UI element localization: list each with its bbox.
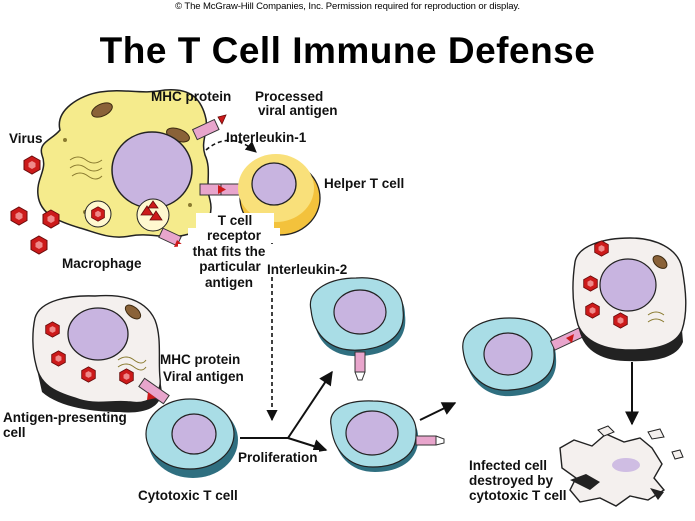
macrophage-nucleus [111,131,193,209]
macrophage-cell [37,89,212,238]
label-infected-destroyed-line3: cytotoxic T cell [469,488,567,503]
helper-t-nucleus [251,162,297,206]
virus-icon [51,350,66,367]
label-processed-line1: Processed [255,89,324,104]
cytotoxic-nucleus [333,289,387,335]
virus-icon [594,240,609,257]
interleukin-1-arrow [205,139,257,153]
label-helper-t-cell: Helper T cell [324,176,405,191]
mitochondrion [652,255,668,269]
attack-arrow [419,402,457,421]
label-macrophage: Macrophage [62,256,142,271]
fragmented-nucleus [612,458,640,472]
virus-icon [81,366,96,383]
label-mhc-protein-top: MHC protein [151,89,232,104]
virus-icon [45,321,60,338]
virus-icon [585,302,600,319]
virus-icon [583,275,598,292]
virus-icon [10,206,28,226]
cytotoxic-clone-lower [330,400,445,472]
destroyed-cell [559,425,684,507]
label-antigen-presenting-line1: Antigen-presenting [3,410,127,425]
cytotoxic-nucleus [171,413,217,455]
label-proliferation: Proliferation [237,450,319,465]
label-mhc-protein-bottom: MHC protein [160,352,241,367]
apc-mhc-antigen-complex [138,377,170,405]
label-t-cell-receptor-2: receptor [188,228,280,243]
label-viral-antigen: Viral antigen [163,369,244,384]
mhc-receptor-complex [199,183,243,196]
page-title: The T Cell Immune Defense [99,30,596,71]
phagocytic-vesicle [84,200,112,228]
mitochondrion [124,304,142,320]
cytotoxic-t-cell-attacking [462,317,557,397]
virus-icon [30,235,48,255]
mitochondrion [91,102,113,118]
cytotoxic-nucleus [483,332,533,376]
label-processed-line2: viral antigen [258,103,338,118]
apc-golgi [117,356,147,371]
apc-nucleus [67,307,129,361]
label-cytotoxic-t-cell: Cytotoxic T cell [138,488,238,503]
label-interleukin-2: Interleukin-2 [266,262,349,277]
label-virus: Virus [9,131,43,146]
infected-cell [572,237,687,362]
antigen-presenting-cell [32,294,162,413]
virus-icon [613,312,628,329]
label-infected-destroyed-line2: destroyed by [469,473,554,488]
label-interleukin-1: Interleukin-1 [226,130,307,145]
label-t-cell-receptor-5: antigen [188,275,270,290]
cytotoxic-clone-upper [309,277,406,381]
label-t-cell-receptor-1: T cell [196,213,274,228]
label-t-cell-receptor-4: particular [184,259,276,274]
mhc-processed-antigen-top [191,114,227,141]
helper-t-cell [238,154,321,236]
phagocytic-vesicle [136,198,170,232]
copyright-notice: © The McGraw-Hill Companies, Inc. Permis… [175,1,520,12]
label-infected-destroyed-line1: Infected cell [469,458,548,473]
virus-icon [119,368,134,385]
label-t-cell-receptor-3: that fits the [178,244,280,259]
virus-icon [23,155,41,175]
label-antigen-presenting-line2: cell [3,425,26,440]
cytotoxic-t-cell [145,398,238,478]
virus-icon [42,209,60,229]
proliferation-arrows [240,370,333,453]
infected-nucleus [599,258,657,312]
cytotoxic-nucleus [345,410,399,456]
